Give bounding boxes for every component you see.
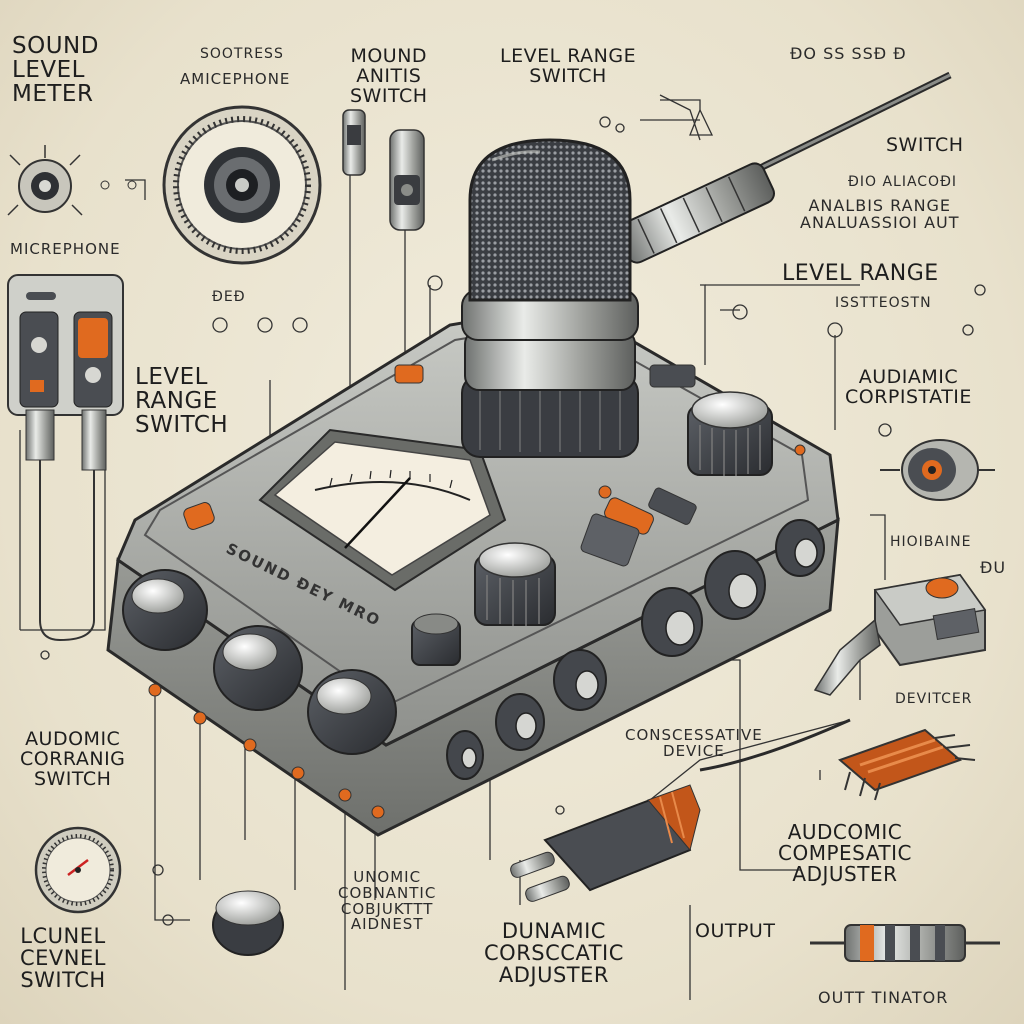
label-level-range-left: LEVEL RANGE SWITCH (135, 364, 229, 439)
handheld-meter-left (7, 274, 124, 642)
knob-front-1 (122, 569, 208, 651)
marker-circles (40, 116, 986, 942)
label-conscessative: CONSCESSATIVE DEVICE (625, 726, 763, 760)
jack-holes (461, 538, 818, 769)
label-eu: ĐU (980, 558, 1007, 577)
label-audomic-left: AUDOMIC CORRANIG SWITCH (20, 728, 126, 790)
title-label: SOUND LEVEL METER (12, 33, 99, 108)
small-mic-capsule-icon (7, 145, 137, 216)
knob-front-3 (307, 669, 397, 755)
top-right-mini-shapes (659, 94, 714, 141)
label-level-range-right-sub: ISSTTEOSTN (835, 295, 932, 311)
label-microphone-left: MICREPHONE (10, 240, 121, 258)
connector-bottom-right (810, 924, 1000, 962)
push-button-bottom (212, 890, 284, 956)
knob-front-2 (213, 625, 303, 711)
dial-gauge-bottom-left (34, 826, 122, 914)
label-dunamic: DUNAMIC CORSCCATIC ADJUSTER (484, 919, 624, 988)
knob-small-center (411, 613, 461, 666)
knob-top-right (687, 391, 773, 476)
label-level-range-top: LEVEL RANGE SWITCH (500, 45, 637, 87)
label-switch-right: SWITCH (886, 134, 964, 156)
ic-chip-right (838, 728, 976, 801)
label-lcunel-switch: LCUNEL CEVNEL SWITCH (20, 924, 106, 993)
label-sootress: SOOTRESS (200, 46, 284, 62)
label-amicephone: AMICEPHONE (180, 70, 291, 88)
leader-lines (19, 99, 886, 1000)
label-mound-switch: MOUND ANITIS SWITCH (350, 45, 428, 107)
knob-center (474, 542, 556, 626)
label-code-top-right: ĐO ß ßĐ Đ (790, 44, 907, 63)
label-output: OUTPUT (695, 920, 776, 942)
dial-gauge-top (162, 105, 322, 265)
label-code-right: ĐIO ALIACOĐI (848, 174, 958, 190)
label-unomic: UNOMIC COBNANTIC COBJUKTTT AIDNEST (338, 868, 437, 934)
label-deviter: DEVITCER (895, 691, 973, 707)
label-hiobraine: HIOIBAINE (890, 534, 972, 550)
label-audiamic: AUDIAMIC CORPISTATIE (845, 366, 972, 408)
label-level-range-right: LEVEL RANGE (782, 261, 939, 286)
plug-cable-center (510, 718, 851, 902)
sound-level-meter-device: SOUND ĐEY MRO (106, 303, 840, 837)
label-analysis-range: ANALBIS RANGE ANALUASSIOI AUT (800, 196, 960, 232)
main-microphone (461, 71, 952, 458)
label-outt-tinator: OUTT TINATOR (818, 988, 949, 1007)
label-code-mid-left: ĐEĐ (212, 289, 246, 305)
capsule-right (880, 439, 995, 501)
orange-pins (148, 683, 385, 819)
switch-device-right (813, 573, 987, 696)
label-audcomic: AUDCOMIC COMPESATIC ADJUSTER (778, 820, 912, 886)
plug-icons-top (342, 109, 425, 231)
